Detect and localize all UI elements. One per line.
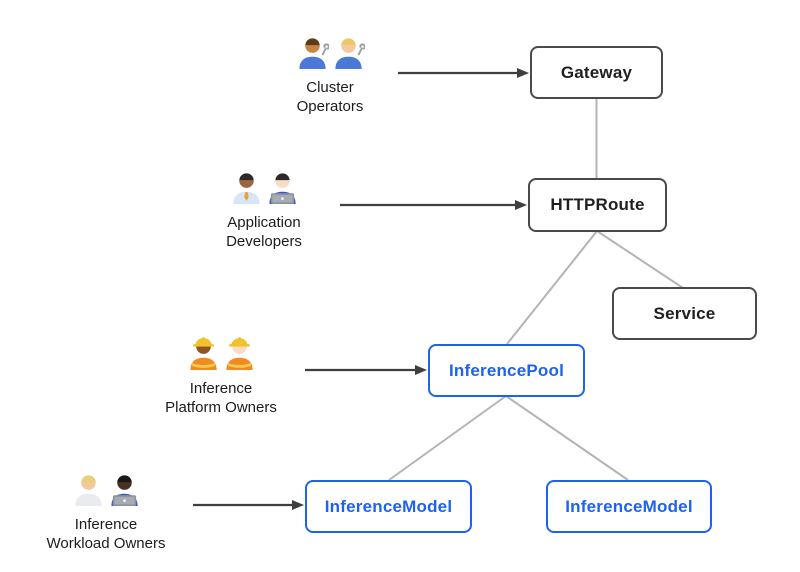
man-construction-worker-emoji <box>225 337 253 370</box>
node-gateway-label: Gateway <box>560 62 633 82</box>
man-office-worker-emoji <box>232 173 260 204</box>
node-service: Service <box>612 287 757 340</box>
node-httproute-label: HTTPRoute <box>550 195 645 214</box>
edge-inferencepool-inferencemodel-2 <box>505 395 629 481</box>
edge-httproute-service <box>596 230 684 289</box>
node-inferencemodel-left: InferenceModel <box>305 480 472 533</box>
arrowhead-icon <box>415 365 427 375</box>
actor-inference-platform-owners: Inference Platform Owners <box>131 333 311 417</box>
man-mechanic-emoji <box>298 38 329 69</box>
edge-httproute-inferencepool <box>506 230 598 345</box>
man-technologist-dark-emoji <box>110 475 138 506</box>
woman-mechanic-emoji <box>334 38 365 69</box>
node-inferencepool-label: InferencePool <box>448 360 565 380</box>
inference-platform-owners-icons <box>131 333 311 370</box>
inference-platform-owners-label-line2: Platform Owners <box>165 399 277 416</box>
node-inferencemodel-right-label: InferenceModel <box>565 496 693 516</box>
actor-inference-workload-owners: Inference Workload Owners <box>16 469 196 553</box>
arrow-application-developers-to-httproute <box>340 200 527 210</box>
inference-workload-owners-label: Inference Workload Owners <box>16 515 196 553</box>
woman-technologist-emoji <box>268 173 296 204</box>
application-developers-label-line1: Application <box>227 214 301 231</box>
arrowhead-icon <box>517 68 529 78</box>
inference-workload-owners-label-line2: Workload Owners <box>46 535 166 552</box>
application-developers-label-line2: Developers <box>226 233 302 250</box>
blond-person-emoji <box>74 475 102 506</box>
node-service-label: Service <box>653 303 716 323</box>
actor-cluster-operators: Cluster Operators <box>240 32 420 116</box>
arrowhead-icon <box>515 200 527 210</box>
arrow-inference-workload-owners-to-inferencemodel-1 <box>193 500 304 510</box>
arrow-inference-platform-owners-to-inferencepool <box>305 365 427 375</box>
node-inferencemodel-right: InferenceModel <box>546 480 712 533</box>
inference-workload-owners-icons <box>16 469 196 506</box>
woman-construction-worker-emoji <box>189 337 217 370</box>
actor-application-developers: Application Developers <box>174 167 354 251</box>
application-developers-icons <box>174 167 354 204</box>
inference-platform-owners-label-line1: Inference <box>189 380 253 397</box>
arrowhead-icon <box>292 500 304 510</box>
inference-platform-owners-label: Inference Platform Owners <box>131 379 311 417</box>
cluster-operators-icons <box>240 32 420 69</box>
node-gateway: Gateway <box>530 46 663 99</box>
application-developers-label: Application Developers <box>174 213 354 251</box>
node-inferencepool: InferencePool <box>428 344 585 397</box>
node-httproute: HTTPRoute <box>528 178 667 232</box>
cluster-operators-label-line1: Cluster <box>306 79 354 96</box>
inference-workload-owners-label-line1: Inference <box>74 516 138 533</box>
edge-inferencepool-inferencemodel-1 <box>388 395 507 481</box>
cluster-operators-label: Cluster Operators <box>240 78 420 116</box>
cluster-operators-label-line2: Operators <box>296 98 364 115</box>
arrow-cluster-operators-to-gateway <box>398 68 529 78</box>
node-inferencemodel-left-label: InferenceModel <box>324 496 453 516</box>
